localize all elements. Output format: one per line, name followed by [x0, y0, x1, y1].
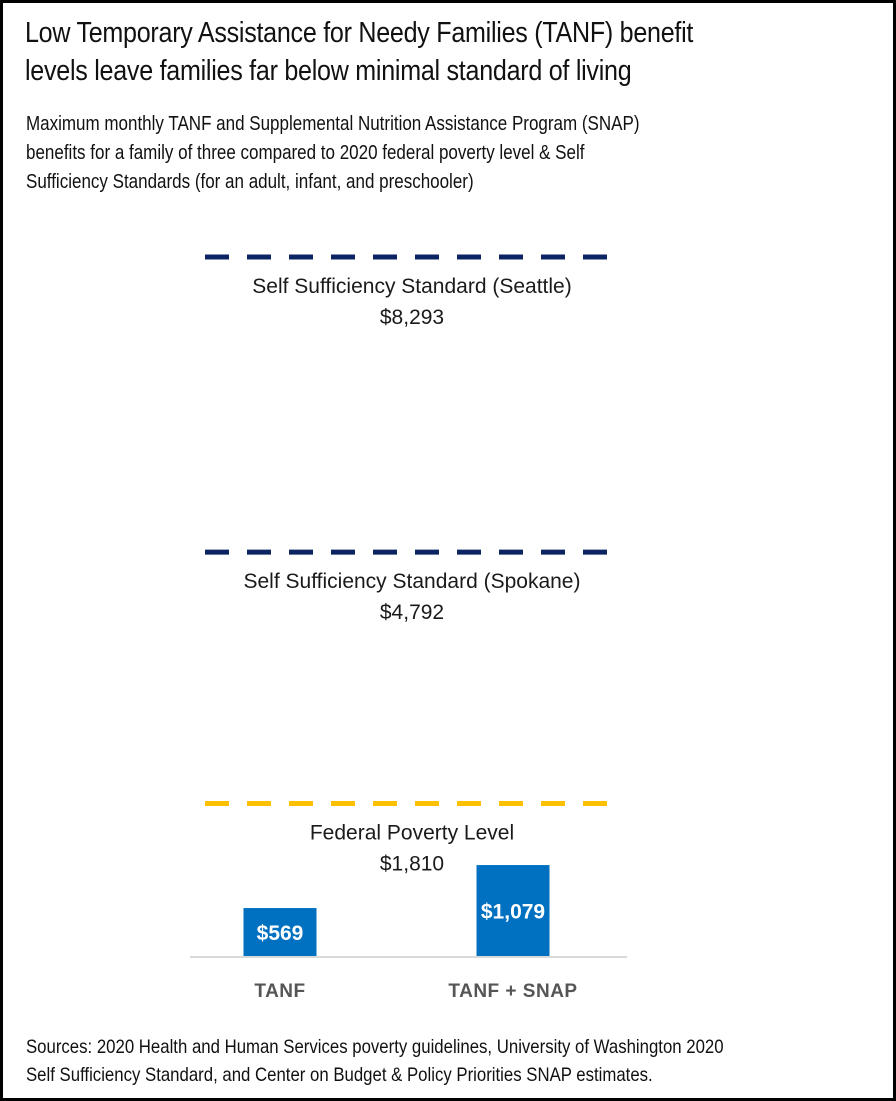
bar-value-label: $1,079 — [481, 901, 545, 924]
source-note-line: Self Sufficiency Standard, and Center on… — [26, 1064, 653, 1086]
chart-subtitle: Maximum monthly TANF and Supplemental Nu… — [26, 110, 639, 197]
reference-line-value: $4,792 — [380, 601, 444, 624]
bar — [476, 865, 550, 956]
reference-lines: Self Sufficiency Standard (Seattle) $8,29… — [205, 254, 612, 875]
bar — [243, 908, 317, 956]
chart-subtitle-line: Sufficiency Standards (for an adult, inf… — [26, 171, 474, 193]
chart-title: Low Temporary Assistance for Needy Famil… — [25, 14, 773, 90]
category-label: TANF — [254, 981, 305, 1002]
category-label: TANF + SNAP — [448, 981, 577, 1002]
bar-value-label: $569 — [257, 922, 304, 945]
reference-line-label: Self Sufficiency Standard (Spokane) — [244, 570, 581, 593]
bars: $569 $1,079 — [243, 865, 550, 956]
chart-title-line: Low Temporary Assistance for Needy Famil… — [25, 17, 694, 49]
reference-line-label: Federal Poverty Level — [310, 821, 514, 844]
source-note: Sources: 2020 Health and Human Services … — [26, 1033, 724, 1089]
reference-line-value: $1,810 — [380, 852, 444, 875]
category-labels: TANF TANF + SNAP — [254, 981, 577, 1002]
source-note-line: Sources: 2020 Health and Human Services … — [26, 1036, 724, 1058]
chart-subtitle-line: Maximum monthly TANF and Supplemental Nu… — [26, 113, 640, 135]
chart-title-line: levels leave families far below minimal … — [25, 55, 632, 87]
chart-subtitle-line: benefits for a family of three compared … — [26, 142, 585, 164]
reference-line-value: $8,293 — [380, 306, 444, 329]
reference-line-label: Self Sufficiency Standard (Seattle) — [252, 275, 571, 298]
